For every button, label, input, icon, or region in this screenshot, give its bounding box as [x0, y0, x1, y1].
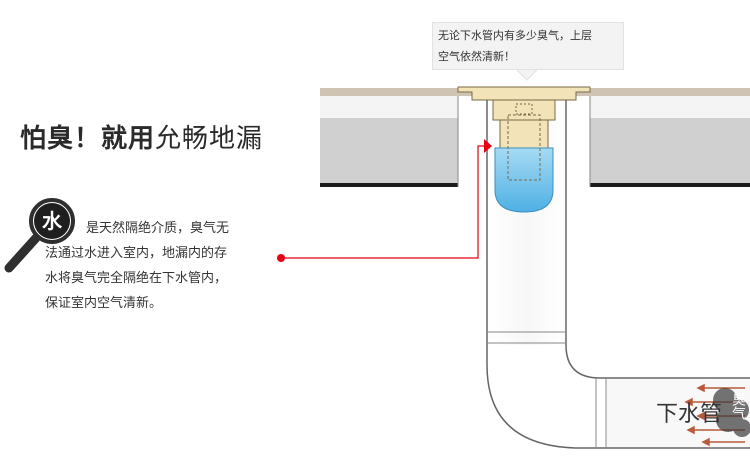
description-line-4: 保证室内空气清新。 — [45, 296, 163, 311]
magnifier-icon — [4, 198, 75, 273]
headline-bold: 怕臭！就用 — [20, 124, 156, 154]
callout-box — [432, 22, 624, 70]
pipe-label: 下水管 — [656, 402, 723, 427]
callout-line-1: 无论下水管内有多少臭气，上层 — [438, 29, 592, 42]
description-line-3: 水将臭气完全隔绝在下水管内， — [45, 271, 228, 286]
callout-text: 无论下水管内有多少臭气，上层 空气依然清新！ — [438, 25, 624, 67]
magnifier-label: 水 — [42, 209, 62, 233]
pointer-line — [277, 139, 492, 262]
callout-line-2: 空气依然清新！ — [438, 50, 515, 63]
drain-body — [457, 86, 591, 213]
odor-cloud — [713, 388, 750, 437]
headline: 怕臭！就用允畅地漏 — [20, 118, 263, 155]
description: 是天然隔绝介质，臭气无 法通过水进入室内，地漏内的存 水将臭气完全隔绝在下水管内… — [45, 216, 280, 316]
description-line-1: 是天然隔绝介质，臭气无 — [86, 221, 230, 236]
description-line-2: 法通过水进入室内，地漏内的存 — [45, 246, 228, 261]
headline-brand: 允畅地漏 — [155, 124, 264, 154]
odor-label: 臭气 — [730, 392, 746, 420]
